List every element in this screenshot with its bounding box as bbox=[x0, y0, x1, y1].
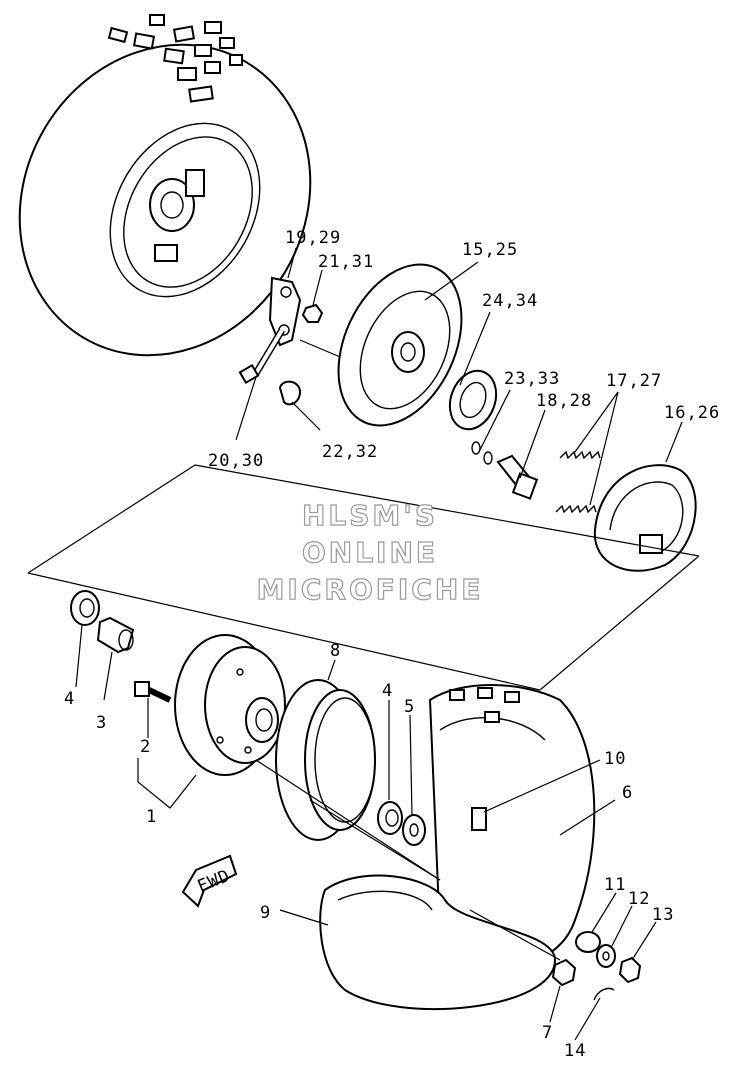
brake-camshaft bbox=[496, 454, 539, 500]
bearing-left bbox=[70, 590, 100, 626]
callout-23-33: 23,33 bbox=[504, 369, 560, 389]
callout-7: 7 bbox=[542, 1023, 553, 1043]
watermark-line-3: MICROFICHE bbox=[257, 573, 484, 606]
brake-cam-lever bbox=[268, 276, 353, 363]
bearing-right bbox=[377, 801, 403, 835]
lever-bolt bbox=[238, 328, 286, 385]
callout-10: 10 bbox=[604, 749, 626, 769]
callout-18-28: 18,28 bbox=[536, 391, 592, 411]
brake-shoe-plate bbox=[337, 263, 463, 427]
o-ring-upper bbox=[471, 441, 481, 455]
lever-nut bbox=[301, 303, 324, 323]
callout-6: 6 bbox=[622, 783, 633, 803]
callout-22-32: 22,32 bbox=[322, 442, 378, 462]
callout-16-26: 16,26 bbox=[664, 403, 720, 423]
callout-12: 12 bbox=[628, 889, 650, 909]
castle-nut bbox=[618, 956, 642, 984]
callout-21-31: 21,31 bbox=[318, 252, 374, 272]
callout-5: 5 bbox=[404, 697, 415, 717]
axle-nut bbox=[551, 958, 577, 987]
callout-1: 1 bbox=[146, 807, 157, 827]
assembled-wheel bbox=[18, 14, 312, 357]
leader-lines bbox=[75, 247, 683, 1041]
wheel-rim bbox=[275, 679, 376, 841]
wear-indicator bbox=[278, 380, 302, 406]
callout-11: 11 bbox=[604, 875, 626, 895]
cotter-pin bbox=[593, 987, 615, 1001]
callout-19-29: 19,29 bbox=[285, 228, 341, 248]
spring-upper bbox=[559, 450, 601, 460]
callout-14: 14 bbox=[564, 1041, 586, 1061]
plain-washer bbox=[596, 944, 616, 968]
assembly-boundary bbox=[27, 464, 700, 691]
watermark-line-2: ONLINE bbox=[302, 536, 438, 569]
callout-8: 8 bbox=[330, 641, 341, 661]
fwd-arrow: FWD bbox=[181, 854, 238, 908]
callout-2: 2 bbox=[140, 737, 151, 757]
callout-3: 3 bbox=[96, 713, 107, 733]
spacer bbox=[96, 616, 135, 654]
watermark-line-1: HLSM'S bbox=[302, 499, 438, 532]
washer bbox=[402, 814, 426, 846]
spring-lower bbox=[555, 504, 597, 514]
callout-13: 13 bbox=[652, 905, 674, 925]
oil-seal bbox=[448, 369, 498, 431]
callout-labels: 19,29 21,31 15,25 24,34 23,33 17,27 18,2… bbox=[64, 228, 720, 1061]
callout-15-25: 15,25 bbox=[462, 240, 518, 260]
hub-bolt bbox=[134, 681, 172, 703]
brake-shoes bbox=[593, 464, 697, 572]
o-ring-lower bbox=[483, 451, 493, 465]
collar bbox=[575, 931, 601, 953]
callout-4-right: 4 bbox=[382, 681, 393, 701]
callout-24-34: 24,34 bbox=[482, 291, 538, 311]
tire bbox=[428, 684, 596, 969]
watermark: HLSM'S ONLINE MICROFICHE bbox=[256, 498, 484, 606]
valve-stem bbox=[471, 807, 487, 831]
callout-9: 9 bbox=[260, 903, 271, 923]
wheel-hub bbox=[174, 634, 286, 776]
callout-17-27: 17,27 bbox=[606, 371, 662, 391]
callout-4-left: 4 bbox=[64, 689, 75, 709]
tread-knobs bbox=[107, 14, 243, 103]
callout-20-30: 20,30 bbox=[208, 451, 264, 471]
